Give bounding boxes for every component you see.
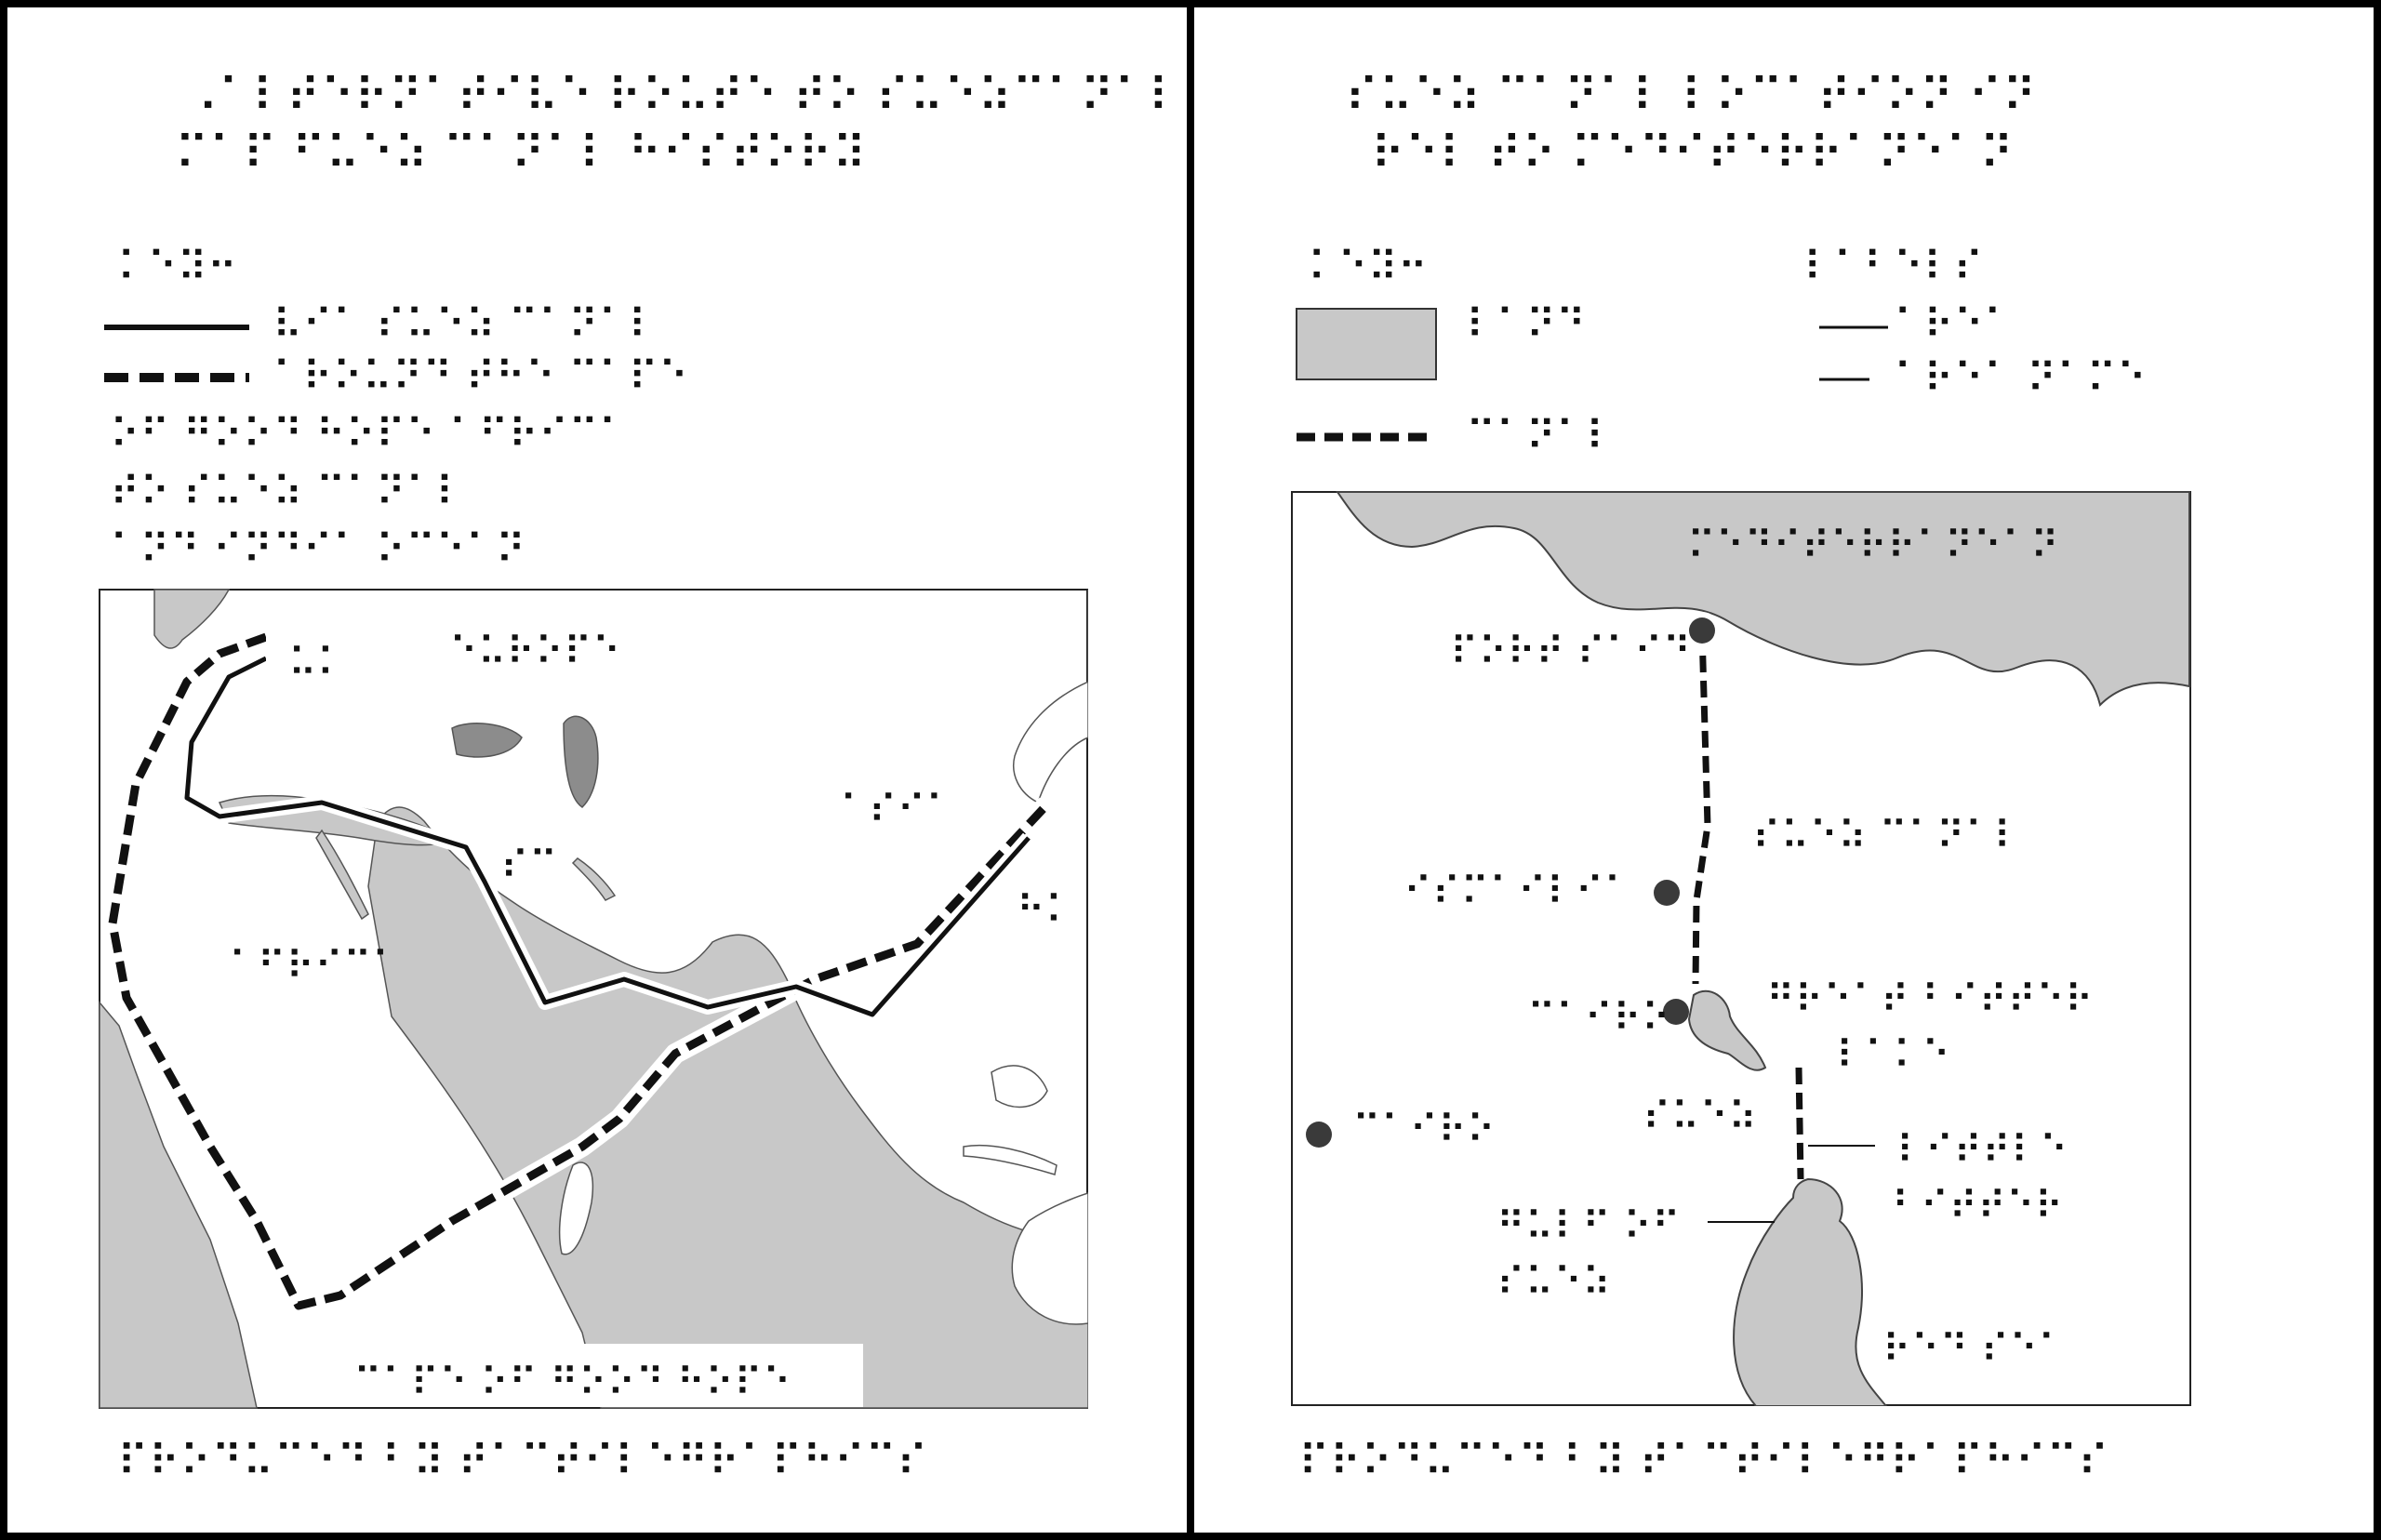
map-label-asia: ⠁⠎⠊⠁: [840, 787, 955, 832]
key-land-swatch-icon: [1296, 308, 1437, 442]
map-label-little: ⠇⠊⠞⠞⠇⠑: [1896, 1127, 2068, 1173]
left-key-line-3: ⠁⠝⠙ ⠊⠝⠙⠊⠁ ⠕⠉⠑⠁⠝: [110, 526, 525, 574]
map-label-west: ⠉⠁⠊⠗⠕: [1352, 1107, 1496, 1152]
key-leader-line-icon: [1819, 325, 1888, 381]
right-page: ⠎⠥⠑⠵ ⠉⠁⠝⠁⠇ ⠇⠕⠉⠁⠞⠊⠕⠝ ⠊⠝ ⠗⠑⠇ ⠞⠕ ⠍⠑⠙⠊⠞⠑⠗⠗⠁⠝…: [1190, 0, 2381, 1540]
map-label-ismailia: ⠊⠎⠍⠁⠊⠇⠊⠁: [1403, 869, 1633, 914]
map-label-port-said: ⠏⠕⠗⠞ ⠎⠁⠊⠙: [1450, 629, 1692, 674]
left-title-line-1: ⠠⠁⠇⠞⠑⠗⠝⠁⠞⠊⠧⠑ ⠗⠕⠥⠞⠑ ⠞⠕ ⠎⠥⠑⠵⠉⠁⠝⠁⠇: [184, 69, 1183, 123]
right-key-label-a: ⠁⠗⠑⠁: [1894, 301, 2014, 349]
left-key-heading: ⠅⠑⠽⠒: [117, 244, 237, 291]
left-key-solid-label: ⠧⠊⠁ ⠎⠥⠑⠵ ⠉⠁⠝⠁⠇: [273, 301, 658, 349]
map-label-gulf-2: ⠎⠥⠑⠵: [1496, 1259, 1612, 1305]
left-page: ⠠⠁⠇⠞⠑⠗⠝⠁⠞⠊⠧⠑ ⠗⠕⠥⠞⠑ ⠞⠕ ⠎⠥⠑⠵⠉⠁⠝⠁⠇ ⠍⠁⠏ ⠋⠥⠑⠵…: [0, 0, 1190, 1540]
key-solid-line-icon: [104, 325, 249, 382]
map-label-uk: ⠥⠅: [288, 640, 346, 685]
map-label-suez-canal: ⠎⠥⠑⠵ ⠉⠁⠝⠁⠇: [1752, 813, 2023, 858]
right-title-line-1: ⠎⠥⠑⠵ ⠉⠁⠝⠁⠇ ⠇⠕⠉⠁⠞⠊⠕⠝ ⠊⠝: [1345, 69, 2037, 123]
right-key-heading-2: ⠇⠁⠃⠑⠇⠎: [1803, 244, 1984, 291]
map-label-lake-word: ⠇⠁⠅⠑: [1836, 1032, 1951, 1078]
map-label-lake-name: ⠛⠗⠑⠁⠞ ⠃⠊⠞⠞⠑⠗: [1766, 976, 2094, 1022]
world-route-map: [99, 589, 1088, 1409]
map-label-cape: ⠉⠁⠏⠑ ⠕⠋ ⠛⠕⠕⠙ ⠓⠕⠏⠑: [353, 1360, 791, 1405]
map-label-suez: ⠎⠉: [500, 843, 558, 888]
map-label-city: ⠉⠁⠊⠗⠕: [1527, 995, 1670, 1041]
left-key-line-1: ⠕⠋ ⠛⠕⠕⠙ ⠓⠕⠏⠑ ⠁⠋⠗⠊⠉⠁: [110, 411, 629, 458]
left-title-line-2: ⠍⠁⠏ ⠋⠥⠑⠵ ⠉⠁⠝⠁⠇ ⠓⠊⠎⠞⠕⠗⠽: [175, 126, 867, 180]
right-key-canal-label: ⠉⠁⠝⠁⠇: [1466, 413, 1616, 460]
suez-canal-map: [1291, 491, 2191, 1406]
right-title-line-2: ⠗⠑⠇ ⠞⠕ ⠍⠑⠙⠊⠞⠑⠗⠗⠁⠝⠑⠁⠝: [1371, 126, 2014, 180]
map-label-bitter: ⠃⠊⠞⠞⠑⠗: [1892, 1183, 2064, 1228]
left-key-line-2: ⠞⠕ ⠎⠥⠑⠵ ⠉⠁⠝⠁⠇: [110, 469, 466, 516]
map-label-suez-town: ⠎⠥⠑⠵: [1643, 1094, 1758, 1139]
map-label-africa: ⠁⠋⠗⠊⠉⠁: [229, 943, 401, 989]
right-key-land-label: ⠇⠁⠝⠙: [1466, 301, 1586, 349]
right-key-heading: ⠅⠑⠽⠒: [1308, 244, 1428, 291]
map-label-east: ⠓⠅: [1017, 887, 1074, 933]
map-label-mediterranean: ⠍⠑⠙⠊⠞⠑⠗⠗⠁⠝⠑⠁⠝: [1687, 523, 2059, 568]
right-key-label-b: ⠁⠗⠑⠁ ⠝⠁⠍⠑: [1894, 355, 2147, 403]
left-footer: ⠏⠗⠕⠙⠥⠉⠑⠙ ⠃⠽ ⠞⠁⠉⠞⠊⠇⠑⠛⠗⠁⠏⠓⠊⠉⠎: [117, 1436, 928, 1486]
right-footer: ⠏⠗⠕⠙⠥⠉⠑⠙ ⠃⠽ ⠞⠁⠉⠞⠊⠇⠑⠛⠗⠁⠏⠓⠊⠉⠎: [1298, 1436, 2109, 1486]
left-key-dashed-label: ⠁⠗⠕⠥⠝⠙ ⠞⠓⠑ ⠉⠁⠏⠑: [273, 353, 688, 401]
map-label-europe: ⠑⠥⠗⠕⠏⠑: [449, 629, 621, 674]
map-label-gulf: ⠛⠥⠇⠋ ⠕⠋: [1496, 1203, 1681, 1249]
map-label-red-sea: ⠗⠑⠙ ⠎⠑⠁: [1882, 1326, 2067, 1372]
